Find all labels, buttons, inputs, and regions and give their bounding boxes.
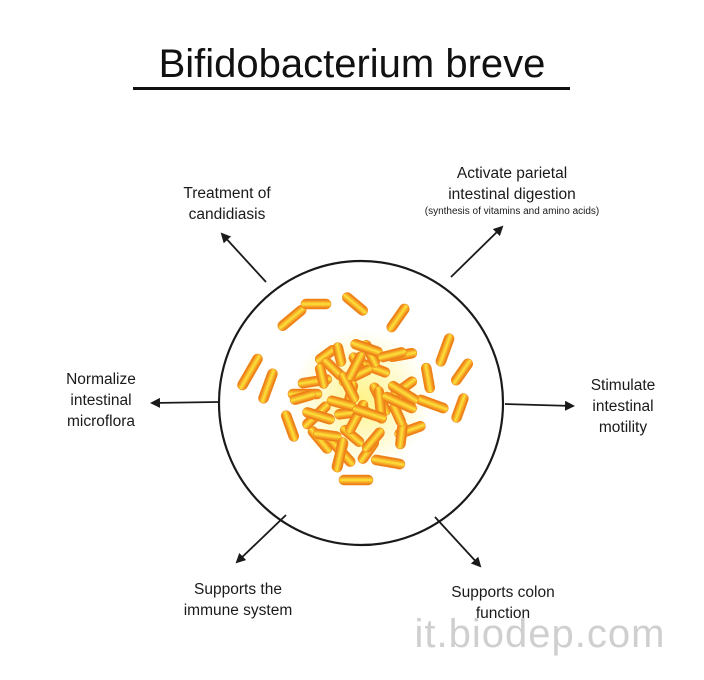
label-activate-note: (synthesis of vitamins and amino acids) <box>424 206 600 217</box>
bacterium-rod <box>332 342 347 367</box>
bacterium-rod <box>258 368 278 404</box>
watermark: it.biodep.com <box>414 612 666 656</box>
bacterium-rod <box>377 347 407 363</box>
bacterium-rod <box>338 371 360 403</box>
diagram-title: Bifidobacterium breve <box>158 42 546 86</box>
bacterium-rod <box>345 351 366 381</box>
bacterium-rod <box>300 298 332 310</box>
bacterium-rod <box>435 333 455 367</box>
bacterium-rod <box>420 362 436 394</box>
bacterium-rod <box>302 407 335 425</box>
label-immune: Supports the immune system <box>183 581 293 619</box>
bacterium-rod <box>314 363 329 389</box>
arrow-stimulate <box>504 400 575 411</box>
bacteria-cluster <box>237 292 474 486</box>
bacterium-rod <box>386 303 410 333</box>
bacterium-rod <box>313 428 342 442</box>
title-underline <box>133 87 570 90</box>
bacterium-rod <box>332 437 348 473</box>
bacterium-rod <box>361 427 385 453</box>
bacterium-rod <box>387 380 419 405</box>
arrow-treatment <box>220 232 267 283</box>
arrow-activate <box>450 225 504 278</box>
bacterium-rod <box>451 393 469 423</box>
arrow-colon <box>434 516 482 568</box>
arrow-immune <box>235 514 287 564</box>
label-activate: Activate parietal intestinal digestion (… <box>392 163 632 218</box>
bacterium-rod <box>370 454 406 470</box>
label-stimulate: Stimulate intestinal motility <box>590 377 656 436</box>
bacterium-rod <box>342 292 368 316</box>
label-colon: Supports colon function <box>451 584 555 622</box>
label-treatment: Treatment of candidiasis <box>183 185 271 223</box>
bacterium-rod <box>352 404 387 423</box>
bacterium-rod <box>450 358 474 386</box>
bacterium-rod <box>289 389 316 405</box>
arrow-normalize <box>150 397 219 408</box>
bacterium-rod <box>237 353 263 391</box>
bacterium-rod <box>381 391 417 414</box>
bacterium-rod <box>280 410 300 442</box>
bacterium-rod <box>338 474 374 486</box>
label-normalize: Normalize intestinal microflora <box>66 371 136 430</box>
